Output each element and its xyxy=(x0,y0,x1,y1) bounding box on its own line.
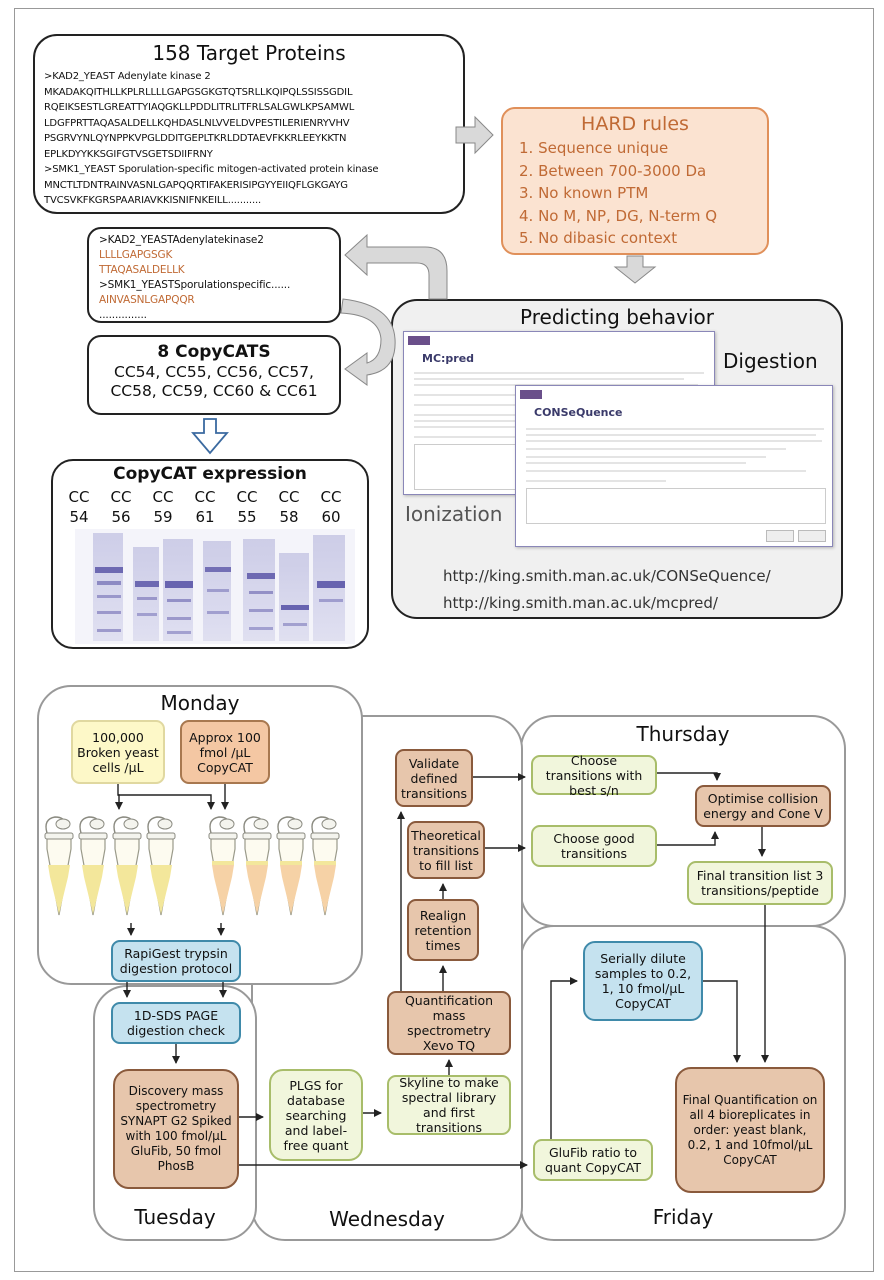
ionization-label: Ionization xyxy=(405,502,503,526)
peptide-header-line: >SMK1_YEASTSporulationspecific...... xyxy=(99,279,291,291)
target-proteins-title: 158 Target Proteins xyxy=(152,41,346,65)
lane-label-cc: CC xyxy=(278,488,300,506)
sequence-line: RQEIKSESTLGREATTYIAQGKLLPDDLITRLITFRLSAL… xyxy=(44,102,355,113)
plgs-node: PLGS for database searching and label-fr… xyxy=(269,1069,363,1161)
lane-label-cc: CC xyxy=(320,488,342,506)
hard-rules-box: HARD rules 1. Sequence unique 2. Between… xyxy=(501,107,769,255)
tuesday-label: Tuesday xyxy=(134,1205,216,1229)
copycats-box: 8 CopyCATS CC54, CC55, CC56, CC57, CC58,… xyxy=(87,335,341,415)
lane-label-num: 60 xyxy=(321,508,341,526)
curved-arrow-icon xyxy=(340,298,396,386)
lane-labels: CC 54 CC 56 CC 59 CC 61 CC 55 CC 58 CC 60 xyxy=(59,487,359,531)
lane-label-cc: CC xyxy=(110,488,132,506)
serially-dilute-node: Serially dilute samples to 0.2, 1, 10 fm… xyxy=(583,941,703,1021)
sds-gel-image xyxy=(75,529,355,644)
consequence-title: CONSeQuence xyxy=(534,406,623,419)
peptide-sequence: TTAQASALDELLK xyxy=(99,264,185,276)
copycats-line: CC54, CC55, CC56, CC57, xyxy=(114,363,314,381)
mcpred-url[interactable]: http://king.smith.man.ac.uk/mcpred/ xyxy=(443,594,718,612)
sequence-line: TVCSVKFKGRSPAARIAVKKISNIFNKEILL.........… xyxy=(44,195,262,206)
lane-label-cc: CC xyxy=(152,488,174,506)
friday-label: Friday xyxy=(652,1205,714,1229)
predicting-behavior-title: Predicting behavior xyxy=(520,305,714,329)
lane-label-num: 56 xyxy=(111,508,131,526)
arrow-down-icon xyxy=(613,255,657,284)
quant-ms-node: Quantification mass spectrometry Xevo TQ xyxy=(387,991,511,1055)
sequence-line: EPLKDYYKKSGIFGTVSGETSDIIFRNY xyxy=(44,148,213,160)
peptide-header-line: >KAD2_YEASTAdenylatekinase2 xyxy=(99,234,264,246)
digestion-label: Digestion xyxy=(723,349,818,373)
figure-frame: 158 Target Proteins >KAD2_YEAST Adenylat… xyxy=(14,8,874,1272)
sequence-line: PSGRVYNLQYNPPKVPGLDDITGEPLTKRLDDTAEVFKKR… xyxy=(44,133,347,144)
final-list-node: Final transition list 3 transitions/pept… xyxy=(687,861,833,905)
approx-copycat-node: Approx 100 fmol /µL CopyCAT xyxy=(180,720,270,784)
hard-rule-item: 1. Sequence unique xyxy=(519,139,669,157)
lane-label-num: 58 xyxy=(279,508,299,526)
monday-label: Monday xyxy=(160,691,240,715)
rapigest-node: RapiGest trypsin digestion protocol xyxy=(111,940,241,982)
sample-tubes xyxy=(44,816,340,916)
hard-rule-item: 4. No M, NP, DG, N-term Q xyxy=(519,206,718,225)
sequence-line: MKADAKQITHLLKPLRLLLLGAPGSGKGTQTSRLLKQIPQ… xyxy=(44,86,353,98)
mcpred-title: MC:pred xyxy=(422,352,475,365)
sequence-list: >KAD2_YEAST Adenylate kinase 2 MKADAKQIT… xyxy=(44,69,463,209)
lane-label-num: 61 xyxy=(195,508,215,526)
sequence-line: LDGFPRTTAQASALDELLKQHDASLNLVVELDVPESTILE… xyxy=(44,117,350,129)
choose-good-node: Choose good transitions xyxy=(531,825,657,867)
validate-node: Validate defined transitions xyxy=(395,749,473,807)
hard-rule-item: 3. No known PTM xyxy=(519,184,649,202)
discovery-ms-node: Discovery mass spectrometry SYNAPT G2 Sp… xyxy=(113,1069,239,1189)
sequence-line: MNCTLTDNTRAINVASNLGAPQQRTIFAKERISIPGYYEI… xyxy=(44,179,348,191)
lane-label-num: 59 xyxy=(153,508,173,526)
yeast-cells-node: 100,000 Broken yeast cells /µL xyxy=(71,720,165,784)
realign-node: Realign retention times xyxy=(407,899,479,961)
consequence-url[interactable]: http://king.smith.man.ac.uk/CONSeQuence/ xyxy=(443,567,771,585)
sequence-line: >SMK1_YEAST Sporulation-specific mitogen… xyxy=(44,164,379,175)
lane-label-cc: CC xyxy=(68,488,90,506)
hard-rule-item: 5. No dibasic context xyxy=(519,229,678,247)
choose-best-node: Choose transitions with best s/n xyxy=(531,753,657,798)
peptide-dots: ............... xyxy=(99,309,147,321)
lane-label-cc: CC xyxy=(236,488,258,506)
curved-arrow-icon xyxy=(344,233,448,300)
thursday-label: Thursday xyxy=(636,722,730,746)
glufib-ratio-node: GluFib ratio to quant CopyCAT xyxy=(533,1139,653,1181)
copycats-title: 8 CopyCATS xyxy=(157,342,271,362)
peptide-box: >KAD2_YEASTAdenylatekinase2 LLLLGAPGSGK … xyxy=(87,227,341,323)
lane-label-num: 54 xyxy=(69,508,89,526)
sds-page-node: 1D-SDS PAGE digestion check xyxy=(111,1002,241,1044)
optimise-node: Optimise collision energy and Cone V xyxy=(695,785,831,827)
hollow-arrow-down-icon xyxy=(191,418,229,455)
hard-rules-title: HARD rules xyxy=(581,113,689,135)
wednesday-label: Wednesday xyxy=(329,1207,445,1231)
target-proteins-box: 158 Target Proteins >KAD2_YEAST Adenylat… xyxy=(33,34,465,214)
theoretical-node: Theoretical transitions to fill list xyxy=(407,821,485,879)
peptide-sequence: LLLLGAPGSGK xyxy=(99,249,173,261)
hard-rule-item: 2. Between 700-3000 Da xyxy=(519,161,707,180)
expression-title: CopyCAT expression xyxy=(113,464,307,484)
lane-label-cc: CC xyxy=(194,488,216,506)
copycats-line: CC58, CC59, CC60 & CC61 xyxy=(110,382,318,400)
consequence-web-screenshot: CONSeQuence xyxy=(515,385,833,547)
peptide-sequence: AINVASNLGAPQQR xyxy=(99,294,195,306)
hard-rules-list: 1. Sequence unique 2. Between 700-3000 D… xyxy=(519,137,767,250)
sequence-line: >KAD2_YEAST Adenylate kinase 2 xyxy=(44,71,211,82)
final-quant-node: Final Quantification on all 4 bioreplica… xyxy=(675,1067,825,1193)
skyline-node: Skyline to make spectral library and fir… xyxy=(387,1075,511,1135)
lane-label-num: 55 xyxy=(237,508,257,526)
